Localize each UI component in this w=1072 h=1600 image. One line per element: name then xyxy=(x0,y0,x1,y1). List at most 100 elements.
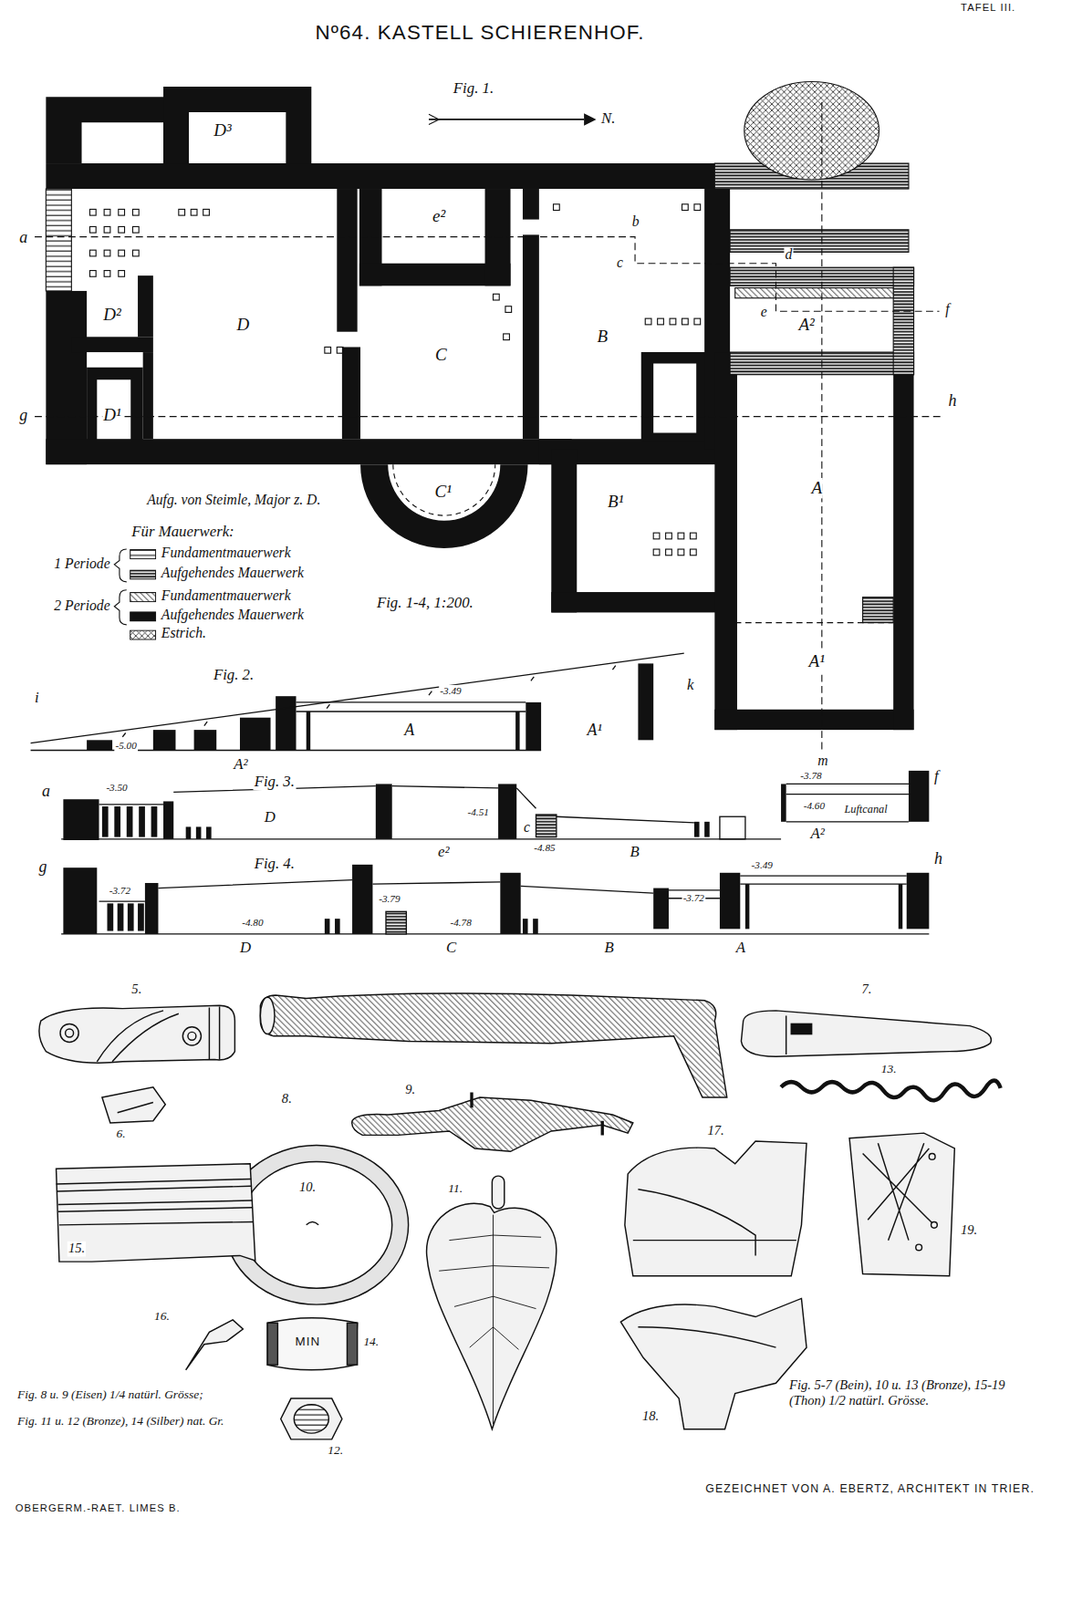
callout-number: 10. xyxy=(298,1180,317,1197)
duct-label: Luftcanal xyxy=(843,802,888,816)
level-value: -5.00 xyxy=(114,739,138,752)
level-value: -4.60 xyxy=(802,800,827,812)
room-letter: D xyxy=(263,808,277,826)
room-letter: A xyxy=(735,939,748,958)
section-letter: i xyxy=(33,688,41,707)
room-letter: B xyxy=(603,939,615,958)
room-area: B¹ xyxy=(576,464,705,593)
room-area: A xyxy=(737,377,894,624)
figure-title: Fig. 4. xyxy=(253,855,297,874)
legend-swatch xyxy=(129,592,157,603)
section-letter: f xyxy=(933,768,940,786)
level-value: -4.80 xyxy=(240,916,265,929)
room-area: C xyxy=(362,285,521,439)
section-letter: a xyxy=(18,228,29,249)
room-area: D³ xyxy=(188,112,286,164)
survey-note: Aufg. von Steimle, Major z. D. xyxy=(145,491,322,509)
room-letter: A¹ xyxy=(585,720,604,740)
scale-caption: Fig. 11 u. 12 (Bronze), 14 (Silber) nat.… xyxy=(16,1415,226,1429)
room-letter: A² xyxy=(797,314,816,335)
callout-number: 19. xyxy=(959,1223,979,1239)
room-letter: C xyxy=(434,344,448,365)
callout-number: 18. xyxy=(641,1408,660,1425)
legend-swatch xyxy=(129,611,157,622)
section-letter: m xyxy=(816,753,830,771)
level-value: -3.50 xyxy=(104,781,129,794)
level-value: -3.72 xyxy=(108,884,133,897)
callout-number: 13. xyxy=(880,1062,898,1077)
section-letter: e xyxy=(759,303,769,321)
room-area: D xyxy=(153,188,337,439)
section-letter: g xyxy=(37,857,48,877)
scale-caption: Fig. 5-7 (Bein), 10 u. 13 (Bronze), 15-1… xyxy=(788,1378,1015,1409)
legend-swatch xyxy=(129,629,157,640)
callout-number: 9. xyxy=(404,1082,417,1098)
room-letter: B xyxy=(628,843,641,861)
room-letter: e² xyxy=(431,206,447,227)
figure-title: Fig. 3. xyxy=(253,772,297,791)
callout-number: 17. xyxy=(706,1124,725,1140)
room-area: e² xyxy=(383,188,486,261)
section-letter: a xyxy=(41,781,52,802)
callout-number: 12. xyxy=(326,1443,344,1458)
figure-title: Fig. 1. xyxy=(452,79,496,97)
section-letter: g xyxy=(18,405,29,426)
legend-swatch xyxy=(129,569,157,580)
room-letter: A xyxy=(810,478,823,499)
legend-text: Estrich. xyxy=(160,625,208,643)
room-area: A¹ xyxy=(737,623,894,710)
plate-title: Nº64. KASTELL SCHIERENHOF. xyxy=(313,20,646,44)
north-mark: N. xyxy=(600,110,617,128)
room-letter: D¹ xyxy=(102,405,123,427)
level-value: -3.49 xyxy=(750,859,775,872)
room-letter: D² xyxy=(102,304,123,325)
room-letter: D xyxy=(235,314,250,335)
room-letter: B xyxy=(595,326,609,347)
legend-text: Fundamentmauerwerk xyxy=(160,588,292,605)
level-value: -3.78 xyxy=(799,770,823,782)
room-letter: e² xyxy=(437,843,451,861)
level-value: -4.85 xyxy=(532,842,557,854)
legend-swatch xyxy=(129,549,157,560)
draughtsman-credit: GEZEICHNET VON A. EBERTZ, ARCHITEKT IN T… xyxy=(704,1482,1036,1496)
level-value: -3.79 xyxy=(377,893,402,906)
room-letter: c xyxy=(522,820,531,837)
scale-note: Fig. 1-4, 1:200. xyxy=(375,593,475,612)
room-letter: A xyxy=(403,720,416,740)
callout-number: 8. xyxy=(281,1091,293,1107)
section-letter: f xyxy=(944,301,951,318)
callout-number: 11. xyxy=(447,1182,464,1197)
figure-title: Fig. 2. xyxy=(212,666,256,685)
room-letter: A² xyxy=(232,755,250,773)
level-value: -3.49 xyxy=(438,685,463,698)
legend-text: Fundamentmauerwerk xyxy=(160,545,292,563)
legend-heading: Für Mauerwerk: xyxy=(130,522,236,541)
section-letter: h xyxy=(947,392,958,412)
callout-number: 15. xyxy=(67,1241,86,1258)
level-value: -3.72 xyxy=(682,892,707,905)
room-letter: D³ xyxy=(212,120,233,141)
section-letter: h xyxy=(933,849,944,869)
room-letter: D xyxy=(239,939,252,958)
room-letter: B¹ xyxy=(606,492,625,513)
legend-text: Aufgehendes Mauerwerk xyxy=(160,607,305,625)
section-letter: b xyxy=(631,214,641,231)
level-value: -4.78 xyxy=(448,916,473,929)
plate-number: TAFEL III. xyxy=(959,1,1018,14)
section-letter: c xyxy=(615,255,625,272)
room-area: D² xyxy=(71,275,138,337)
section-letter: d xyxy=(783,247,793,264)
callout-number: 5. xyxy=(130,982,143,999)
callout-number: 16. xyxy=(153,1310,171,1324)
legend-text: Aufgehendes Mauerwerk xyxy=(160,565,305,583)
scale-caption: Fig. 8 u. 9 (Eisen) 1/4 natürl. Grösse; xyxy=(16,1388,205,1403)
room-letter: A¹ xyxy=(807,651,826,672)
series-name: OBERGERM.-RAET. LIMES B. xyxy=(14,1502,182,1515)
callout-number: 14. xyxy=(362,1335,380,1350)
ring-inscription: MIN xyxy=(293,1335,322,1350)
callout-number: 7. xyxy=(860,982,873,999)
room-area: D¹ xyxy=(96,383,128,450)
room-letter: C xyxy=(445,939,458,958)
room-letter: C¹ xyxy=(433,481,453,502)
